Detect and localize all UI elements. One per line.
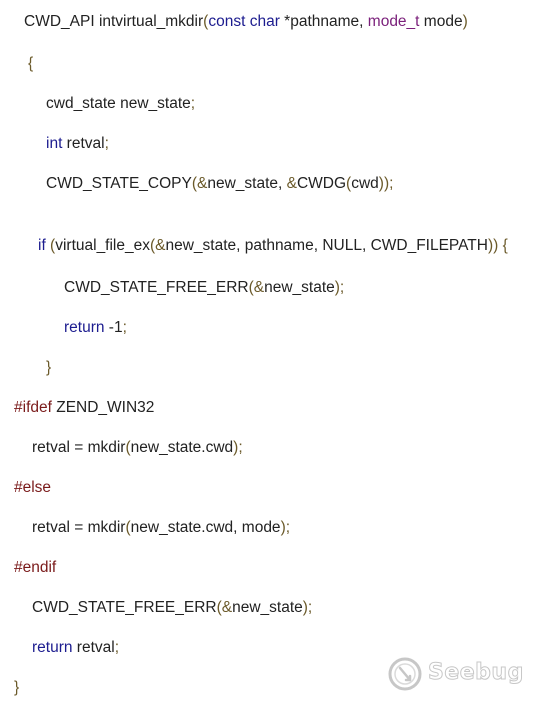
code-line: CWD_STATE_FREE_ERR(&new_state); — [64, 278, 344, 298]
code-token: retval — [62, 135, 105, 152]
code-line: return -1; — [64, 318, 127, 338]
code-token: ( — [125, 439, 131, 456]
code-token: new_state, — [207, 175, 287, 192]
code-token: ); — [280, 519, 291, 536]
code-token: ); — [334, 279, 345, 296]
code-token: (& — [248, 279, 265, 296]
code-token: } — [14, 679, 20, 696]
code-token: return — [64, 319, 105, 336]
code-line: CWD_API intvirtual_mkdir(const char *pat… — [24, 12, 468, 32]
code-token: virtual_file_ex — [55, 237, 150, 254]
code-token: & — [286, 175, 297, 192]
code-token: new_state.cwd, mode — [130, 519, 281, 536]
code-token: cwd — [351, 175, 379, 192]
code-line: if (virtual_file_ex(&new_state, pathname… — [38, 236, 508, 256]
code-token: ( — [45, 237, 56, 254]
code-token: CWD_STATE_COPY — [46, 175, 192, 192]
code-token: char — [249, 13, 280, 30]
code-token: int — [46, 135, 63, 152]
code-token: intvirtual_mkdir — [98, 13, 204, 30]
code-token: new_state — [232, 599, 303, 616]
code-line: #endif — [14, 558, 56, 578]
code-token: ( — [125, 519, 131, 536]
code-line: retval = mkdir(new_state.cwd, mode); — [32, 518, 290, 538]
code-token: { — [28, 55, 34, 72]
code-token: return — [32, 639, 73, 656]
code-token: mode_t — [367, 13, 420, 30]
code-token: *pathname, — [279, 13, 368, 30]
code-line: } — [14, 678, 19, 698]
code-token: )) { — [487, 237, 508, 254]
code-line: int retval; — [46, 134, 109, 154]
code-token: #endif — [14, 559, 57, 576]
code-line: CWD_STATE_COPY(&new_state, &CWDG(cwd)); — [46, 174, 393, 194]
code-token: new_state.cwd — [130, 439, 234, 456]
code-token: ; — [122, 319, 127, 336]
code-token: ( — [203, 13, 209, 30]
code-line: return retval; — [32, 638, 119, 658]
code-token: )); — [378, 175, 394, 192]
code-line: #else — [14, 478, 51, 498]
code-token: CWD_API — [24, 13, 99, 30]
code-line: #ifdef ZEND_WIN32 — [14, 398, 154, 418]
code-token: new_state, pathname, NULL, CWD_FILEPATH — [165, 237, 488, 254]
seebug-logo-icon — [388, 657, 422, 691]
code-token: (& — [216, 599, 233, 616]
code-token: #ifdef — [14, 399, 52, 416]
code-line: retval = mkdir(new_state.cwd); — [32, 438, 243, 458]
code-token: } — [46, 359, 52, 376]
code-token: ; — [114, 639, 120, 656]
code-token: new_state — [264, 279, 335, 296]
code-token: const — [208, 13, 246, 30]
seebug-watermark: Seebug — [386, 654, 524, 698]
code-token: ); — [302, 599, 313, 616]
code-token: mode — [419, 13, 463, 30]
code-token: CWD_STATE_FREE_ERR — [64, 279, 249, 296]
code-line: cwd_state new_state; — [46, 94, 195, 114]
code-token: retval = mkdir — [32, 439, 126, 456]
code-token: ); — [233, 439, 243, 456]
code-token: ) — [462, 13, 468, 30]
code-line: CWD_STATE_FREE_ERR(&new_state); — [32, 598, 312, 618]
code-token: if — [38, 237, 46, 254]
code-token: ; — [104, 135, 109, 152]
code-token: retval — [72, 639, 115, 656]
code-token: CWDG — [296, 175, 347, 192]
code-token: ( — [346, 175, 352, 192]
code-token: (& — [150, 237, 166, 254]
code-token: #else — [14, 479, 52, 496]
code-token: ; — [190, 95, 196, 112]
code-token: ZEND_WIN32 — [51, 399, 155, 416]
watermark-text: Seebug — [428, 660, 524, 686]
code-token: retval = mkdir — [32, 519, 126, 536]
code-token: (& — [191, 175, 208, 192]
code-token: -1 — [104, 319, 123, 336]
code-token: cwd_state new_state — [46, 95, 191, 112]
code-line: { — [28, 54, 33, 74]
code-token: CWD_STATE_FREE_ERR — [32, 599, 217, 616]
code-line: } — [46, 358, 51, 378]
